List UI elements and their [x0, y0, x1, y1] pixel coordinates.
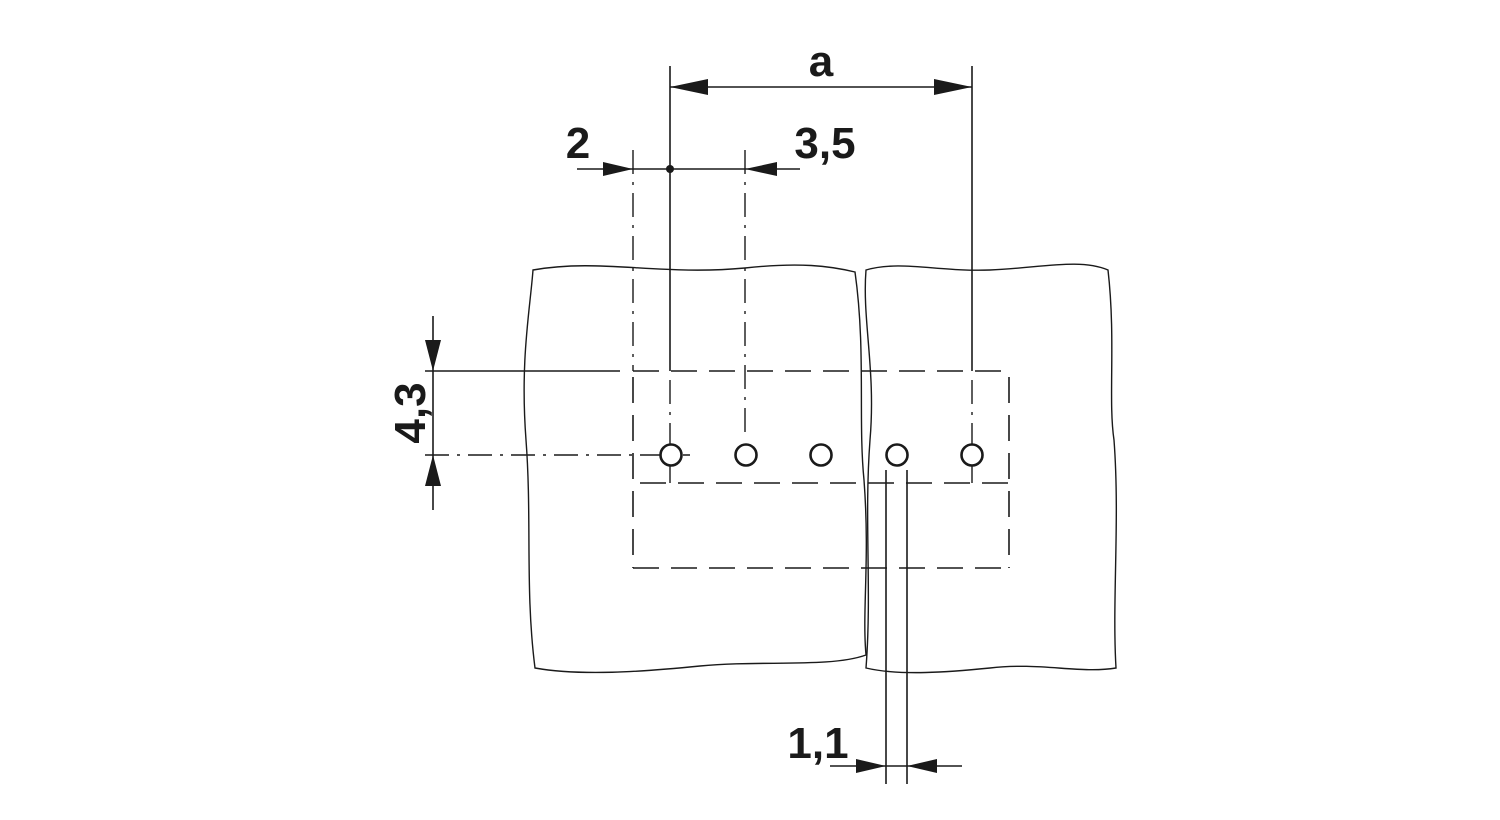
pin-hole-3: [809, 443, 833, 467]
pin-hole-5: [960, 443, 984, 467]
dimension-2-label: 2: [566, 119, 590, 168]
dimension-4-3-label: 4,3: [386, 382, 435, 443]
board-right: [864, 263, 1118, 674]
dimension-4-3: 4,3: [386, 316, 441, 510]
board-left: [523, 264, 868, 674]
dimension-2-and-pitch: 2 3,5: [566, 119, 856, 176]
pin-hole-2: [734, 443, 758, 467]
dimension-a-label: a: [809, 37, 834, 86]
dimension-1-1: 1,1: [787, 719, 962, 773]
dimension-a: a: [670, 37, 972, 95]
dimension-1-1-label: 1,1: [787, 719, 848, 768]
pin-hole-1: [659, 443, 683, 467]
pin-hole-4: [885, 443, 909, 467]
dimension-pitch-label: 3,5: [794, 119, 855, 168]
